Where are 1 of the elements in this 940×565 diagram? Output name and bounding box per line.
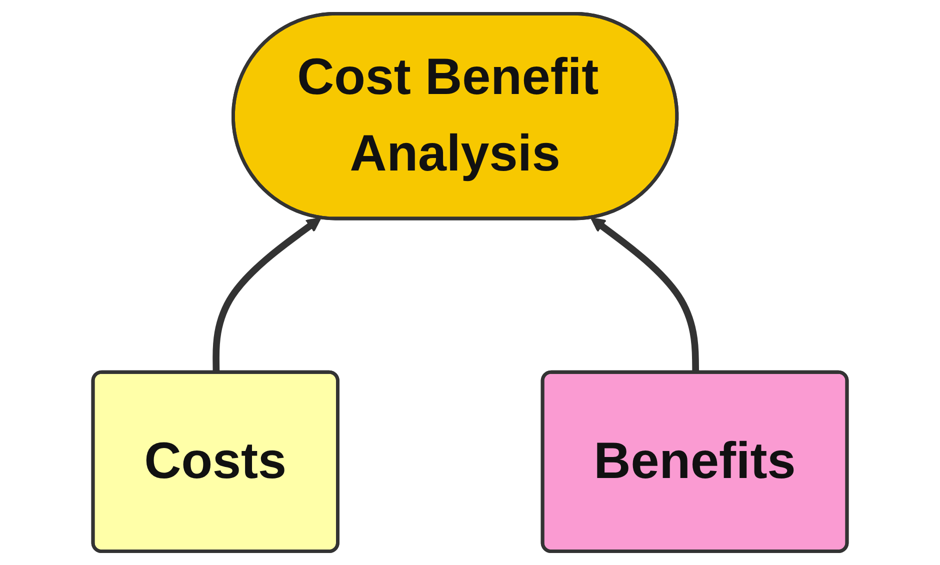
arrow xyxy=(212,217,322,373)
